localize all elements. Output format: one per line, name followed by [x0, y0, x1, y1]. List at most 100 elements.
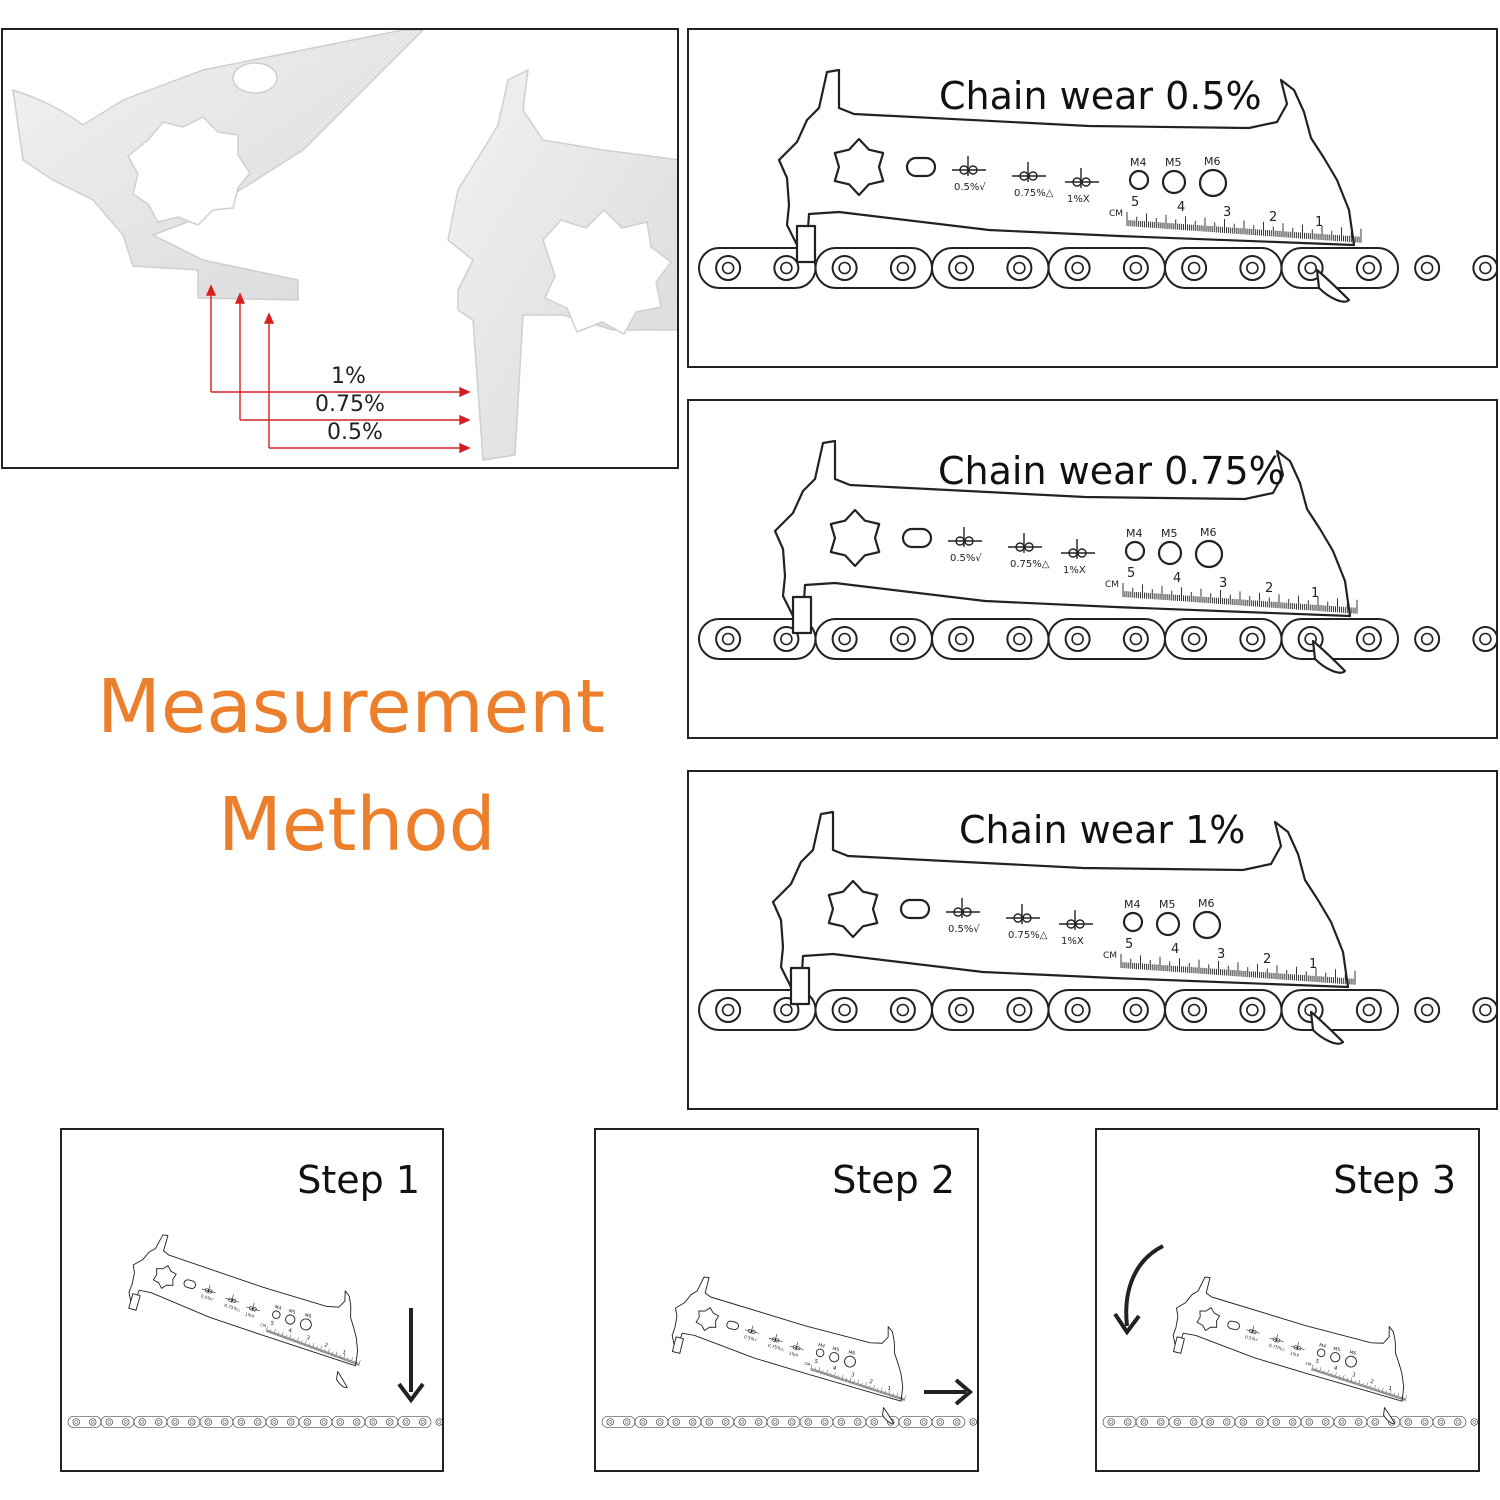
size-hole: [272, 1310, 281, 1319]
size-hole: [1157, 540, 1183, 566]
gauge-icon: [789, 1341, 804, 1351]
hole-label: M4: [817, 1342, 825, 1350]
gauge-icon: [952, 156, 986, 176]
wear-title: Chain wear 1%: [959, 808, 1246, 852]
scale-number: 3: [1351, 1372, 1356, 1379]
gauge-icon: [1012, 162, 1046, 182]
gauge-label: 0.5%√: [954, 182, 986, 193]
size-hole: [1330, 1352, 1341, 1363]
scale-unit: CM: [1105, 580, 1119, 590]
tool-socket: [695, 1307, 720, 1331]
tool-pin: [1172, 1336, 1185, 1354]
gauge-label: 0.75%△: [1014, 188, 1054, 199]
ruler-scale: [1311, 1364, 1407, 1402]
scale-number: 3: [1217, 947, 1225, 962]
scale-number: 1: [341, 1350, 346, 1357]
tool-body: [773, 439, 1352, 618]
tool-pin: [789, 966, 811, 1006]
size-hole: [1128, 169, 1150, 191]
scale-number: 5: [1125, 937, 1133, 952]
hole-label: M4: [1126, 527, 1143, 540]
scale-unit: CM: [1103, 951, 1117, 961]
bike-chain: [698, 989, 1496, 1031]
hole-label: M5: [1165, 156, 1182, 169]
size-hole: [285, 1314, 296, 1325]
tool-socket: [152, 1265, 177, 1289]
scale-number: 4: [1173, 571, 1181, 586]
tool-pin: [128, 1293, 141, 1311]
gauge-icon: [201, 1285, 216, 1294]
scale-number: 4: [832, 1365, 837, 1372]
scale-number: 3: [850, 1372, 855, 1379]
gauge-label: 0.5%√: [950, 553, 982, 564]
right-arrow-head: [954, 1378, 974, 1406]
size-hole: [1122, 911, 1144, 933]
size-hole: [1316, 1348, 1326, 1358]
gauge-icon: [768, 1334, 783, 1343]
label-1-percent: 1%: [331, 364, 366, 389]
label-0-75-percent: 0.75%: [315, 392, 385, 417]
scale-number: 4: [1177, 200, 1185, 215]
hole-label: M4: [1130, 156, 1147, 169]
gauge-label: 0.5%√: [1244, 1334, 1258, 1342]
label-0-5-percent: 0.5%: [327, 420, 383, 445]
size-hole: [844, 1355, 856, 1368]
size-hole: [299, 1318, 312, 1331]
scale-number: 5: [1131, 195, 1139, 210]
heading-line-2: Method: [218, 782, 496, 868]
hole-label: M6: [1198, 897, 1215, 910]
tool-hook: [336, 1371, 348, 1389]
tool-slot: [899, 898, 931, 920]
gauge-label: 1%X: [1067, 194, 1090, 205]
tool-hook: [1311, 639, 1347, 674]
gauge-icon: [1008, 533, 1042, 553]
tool-pin: [795, 224, 817, 264]
scale-number: 2: [1369, 1379, 1374, 1386]
tool-body: [128, 1234, 359, 1367]
step-title: Step 3: [1333, 1158, 1456, 1202]
scale-number: 2: [1269, 210, 1277, 225]
size-hole: [1161, 169, 1187, 195]
tool-slot: [183, 1279, 197, 1289]
scale-number: 1: [1315, 215, 1323, 230]
gauge-icon: [1245, 1325, 1260, 1334]
tool-hook: [1383, 1407, 1395, 1424]
tool-slot: [726, 1320, 739, 1331]
tool-hook: [1309, 1010, 1345, 1045]
ruler-scale: [1122, 583, 1358, 614]
bike-chain: [67, 1416, 442, 1428]
gauge-label: 0.75%△: [767, 1343, 785, 1352]
hole-label: M4: [1124, 898, 1141, 911]
gauge-label: 0.75%△: [1008, 930, 1048, 941]
gauge-label: 0.75%△: [1268, 1343, 1286, 1352]
tool-slot: [901, 527, 933, 549]
scale-number: 2: [1265, 581, 1273, 596]
wear-title: Chain wear 0.75%: [938, 449, 1285, 493]
gauge-label: 1%X: [244, 1311, 255, 1318]
gauge-icon: [1290, 1341, 1305, 1351]
bike-chain: [1102, 1416, 1478, 1428]
tool-socket: [1196, 1307, 1221, 1331]
scale-number: 1: [1388, 1386, 1393, 1393]
hole-label: M6: [1204, 155, 1221, 168]
tool-socket: [833, 137, 885, 197]
hole-label: M6: [1200, 526, 1217, 539]
gauge-icon: [1006, 904, 1040, 924]
tool-body: [1172, 1276, 1405, 1402]
size-hole: [1155, 911, 1181, 937]
